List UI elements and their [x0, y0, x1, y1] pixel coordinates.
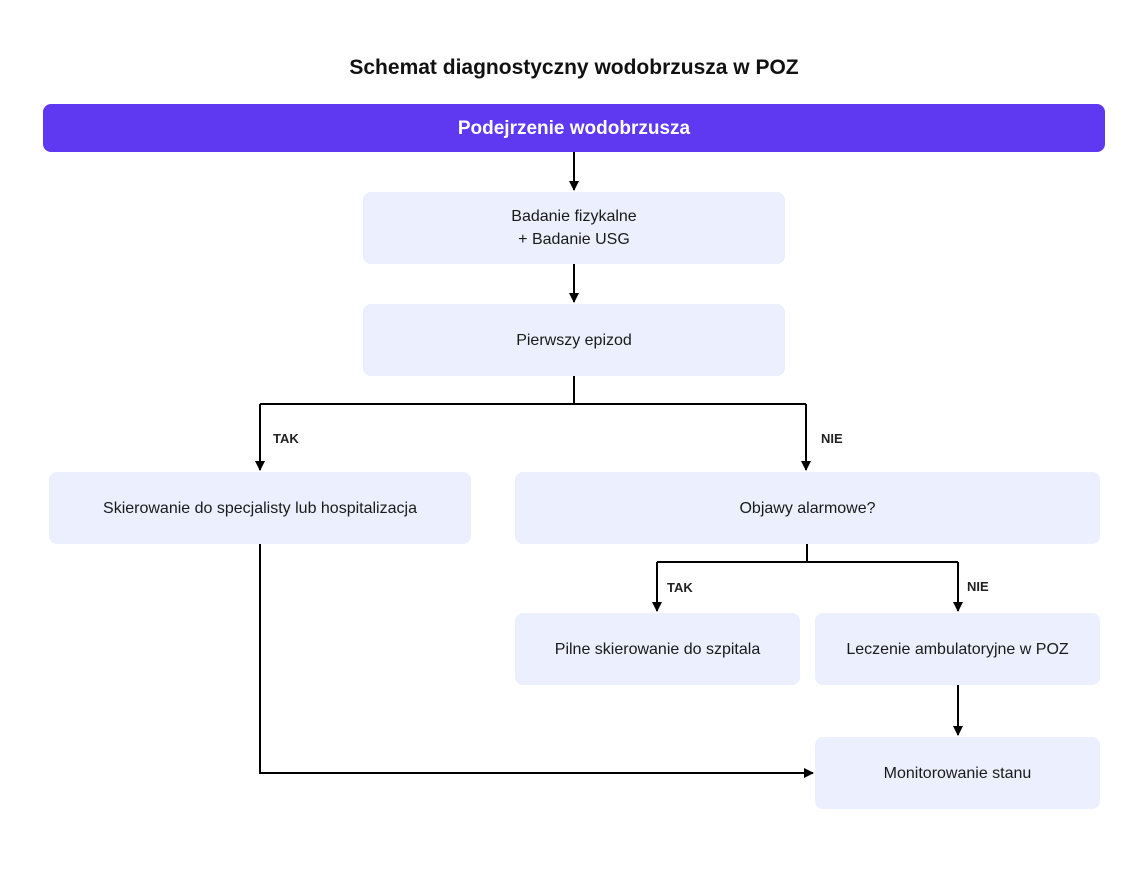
node-first-episode: Pierwszy epizod	[363, 304, 785, 376]
node-monitoring: Monitorowanie stanu	[815, 737, 1100, 809]
node-referral-label: Skierowanie do specjalisty lub hospitali…	[103, 499, 417, 517]
edge-label-first-episode-no: NIE	[821, 431, 843, 446]
node-referral: Skierowanie do specjalisty lub hospitali…	[49, 472, 471, 544]
node-outpatient: Leczenie ambulatoryjne w POZ	[815, 613, 1100, 685]
node-start: Podejrzenie wodobrzusza	[43, 104, 1105, 152]
edge-alarm-split	[657, 544, 958, 563]
edge-first-episode-split	[260, 376, 806, 405]
edge-label-alarm-yes: TAK	[667, 580, 693, 595]
edge-label-first-episode-yes: TAK	[273, 431, 299, 446]
node-monitoring-label: Monitorowanie stanu	[883, 764, 1032, 782]
node-alarm-symptoms: Objawy alarmowe?	[515, 472, 1100, 544]
node-exam-label: Badanie fizykalne + Badanie USG	[511, 208, 637, 248]
node-first-episode-label: Pierwszy epizod	[516, 331, 632, 349]
node-exam: Badanie fizykalne + Badanie USG	[363, 192, 785, 264]
node-urgent-referral: Pilne skierowanie do szpitala	[515, 613, 800, 685]
node-outpatient-label: Leczenie ambulatoryjne w POZ	[846, 640, 1069, 658]
node-alarm-symptoms-label: Objawy alarmowe?	[739, 499, 876, 517]
node-start-label: Podejrzenie wodobrzusza	[457, 117, 691, 139]
diagram-title: Schemat diagnostyczny wodobrzusza w POZ	[349, 56, 799, 79]
edge-label-alarm-no: NIE	[967, 579, 989, 594]
node-urgent-referral-label: Pilne skierowanie do szpitala	[554, 640, 761, 658]
